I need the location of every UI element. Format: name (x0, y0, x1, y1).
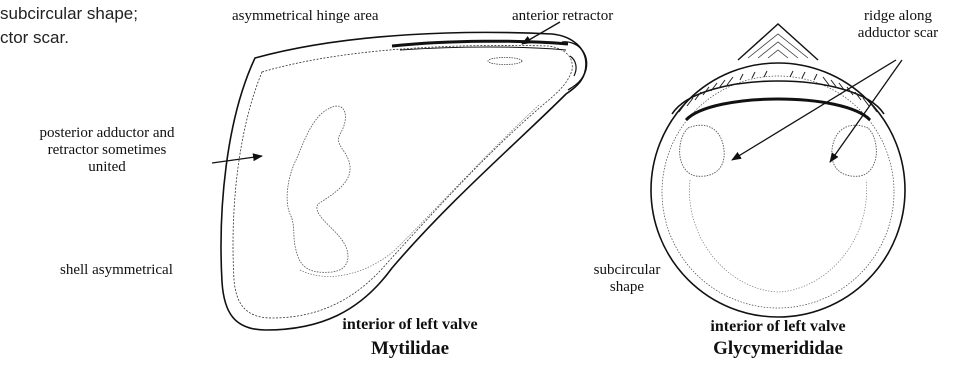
arrow-posterior-adductor (212, 156, 262, 163)
intro-text-line-1: subcircular shape; (0, 4, 138, 24)
glycymerididae-pallial-line (689, 180, 866, 292)
anterior-retractor-scar (488, 58, 522, 65)
caption-glycymerididae-view: interior of left valve (666, 318, 890, 335)
mytilidae-hinge-line (392, 41, 568, 46)
intro-text-line-2: ctor scar. (0, 28, 69, 48)
label-shell-asymmetrical: shell asymmetrical (60, 262, 173, 279)
mytilidae-outline (221, 32, 586, 330)
label-posterior-adductor-line-2: retractor sometimes (2, 142, 212, 159)
label-asymmetrical-hinge: asymmetrical hinge area (232, 8, 379, 25)
label-posterior-adductor: posterior adductor and retractor sometim… (2, 125, 212, 176)
label-posterior-adductor-line-1: posterior adductor and (2, 125, 212, 142)
arrow-ridge-right (830, 60, 902, 162)
pallial-line (300, 104, 540, 276)
caption-mytilidae-family: Mytilidae (300, 340, 520, 357)
arrow-ridge-left (732, 60, 896, 160)
label-ridge-line-1: ridge along (828, 8, 968, 25)
posterior-adductor-scar (287, 106, 350, 272)
glycymerididae-shell (651, 24, 905, 317)
label-posterior-adductor-line-3: united (2, 159, 212, 176)
glycymerididae-outline (651, 63, 905, 317)
caption-mytilidae-view: interior of left valve (300, 316, 520, 333)
label-ridge-line-2: adductor scar (828, 25, 968, 42)
mytilidae-shell (221, 32, 587, 330)
anterior-adductor-scar (680, 125, 725, 176)
label-subcircular-line-2: shape (572, 279, 682, 296)
label-anterior-retractor: anterior retractor (512, 8, 613, 25)
caption-glycymerididae-family: Glycymerididae (666, 340, 890, 357)
label-subcircular-shape: subcircular shape (572, 262, 682, 296)
label-subcircular-line-1: subcircular (572, 262, 682, 279)
taxodont-teeth (679, 71, 877, 112)
glycymerididae-ligament-striae (748, 34, 808, 58)
glycymerididae-hinge-plate-inner (686, 99, 870, 120)
mytilidae-inner-margin (233, 45, 572, 318)
label-ridge-adductor-scar: ridge along adductor scar (828, 8, 968, 42)
